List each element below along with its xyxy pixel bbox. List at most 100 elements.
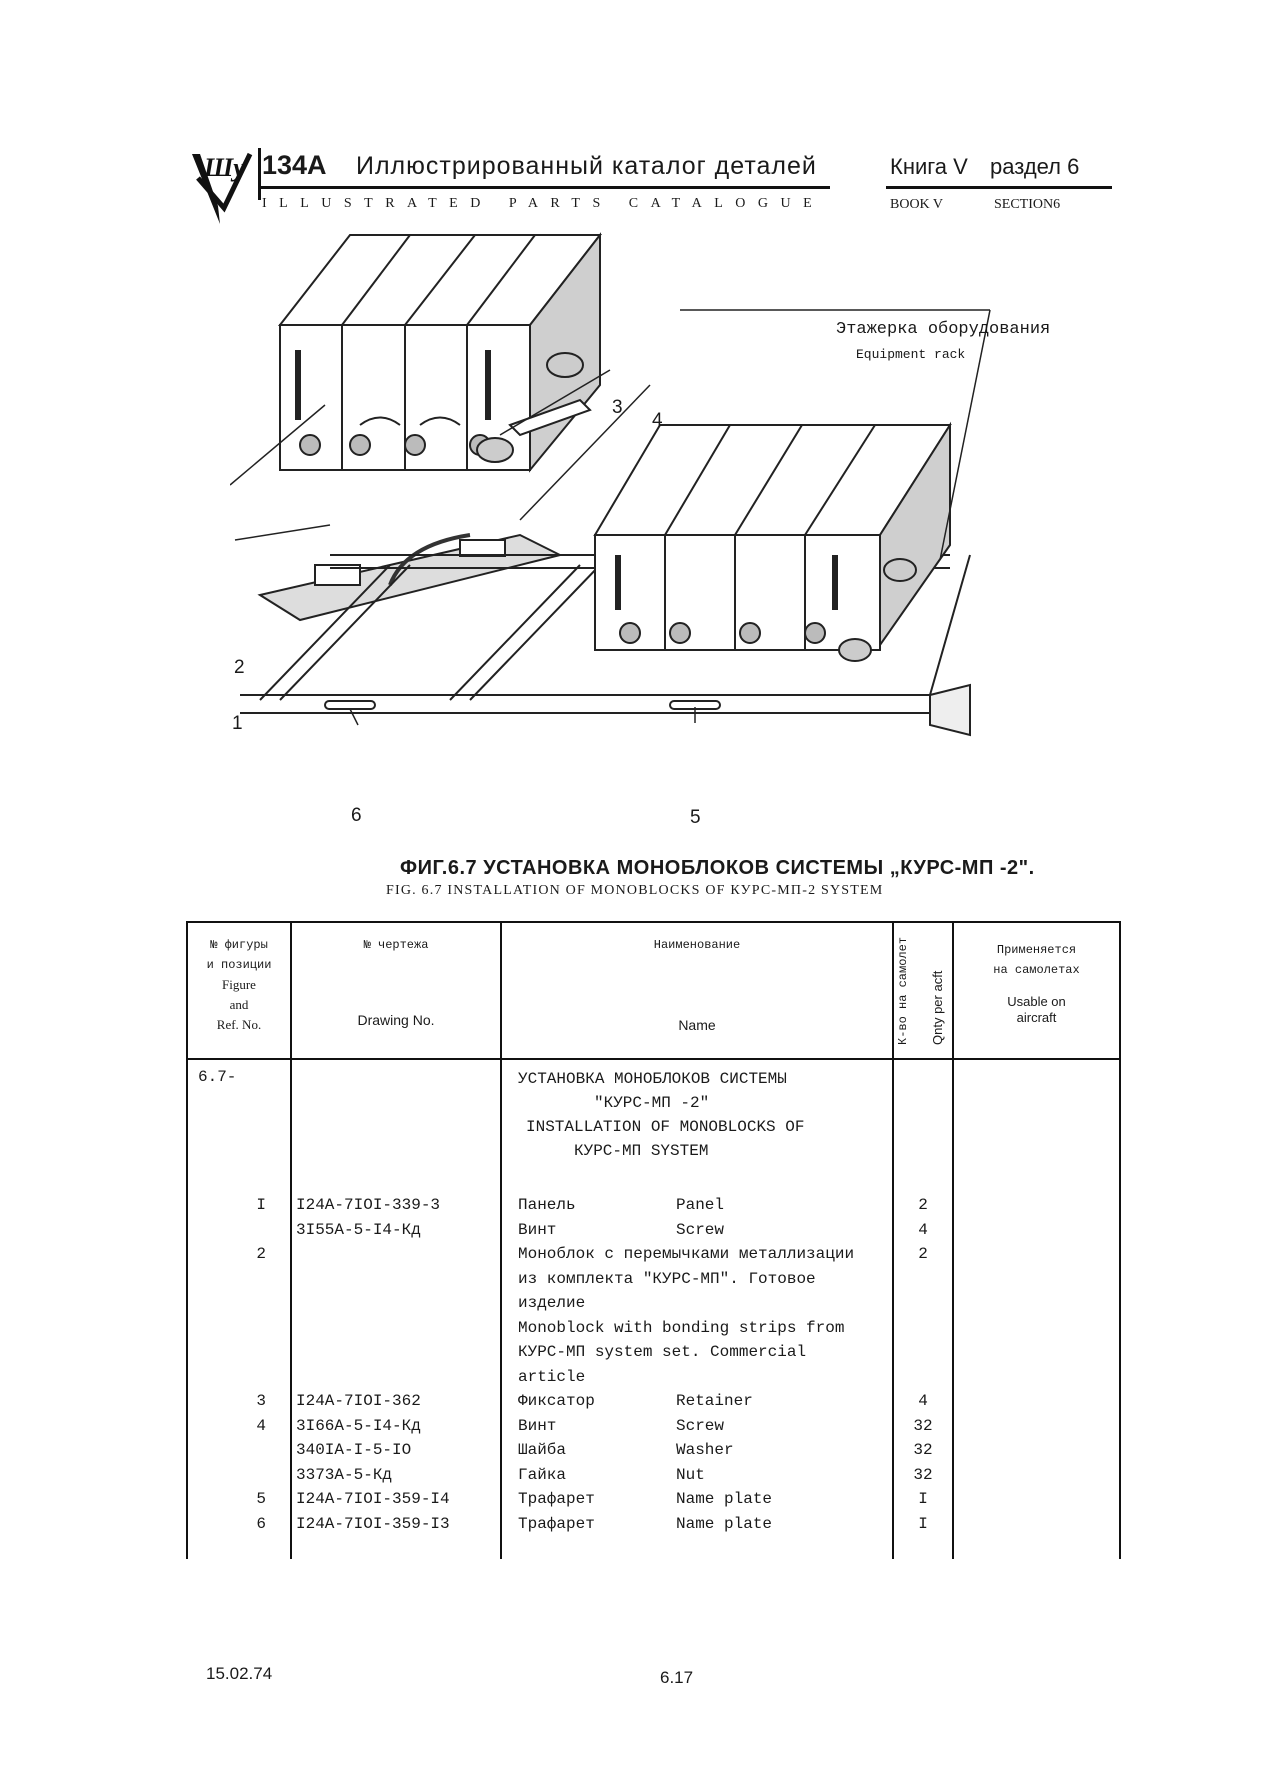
assembly-title-ru-1: УСТАНОВКА МОНОБЛОКОВ СИСТЕМЫ (518, 1070, 787, 1088)
row-name-ru: Винт (518, 1221, 557, 1239)
header-rule (258, 186, 830, 189)
figure-caption-en: FIG. 6.7 INSTALLATION OF MONOBLOCKS OF К… (386, 883, 884, 898)
row-ref-no: 3 (256, 1392, 266, 1410)
header-fig-ru-1: № фигуры (210, 938, 268, 952)
assembly-title-ru-2: "КУРС-МП -2" (594, 1094, 710, 1112)
header-fig-en-3: Ref. No. (216, 1017, 262, 1032)
row-name-en: Retainer (676, 1392, 753, 1410)
header-qty-en: Qnty per acft (930, 970, 945, 1045)
row-drawing-no: 3I66A-5-I4-Кд (296, 1417, 421, 1435)
row-drawing-no: I24A-7IOI-339-3 (296, 1196, 441, 1214)
aircraft-model: 134A (262, 150, 327, 180)
row-ref-no: 5 (256, 1490, 266, 1508)
row-drawing-no: I24A-7IOI-359-I3 (296, 1515, 450, 1533)
header-name-ru: Наименование (653, 938, 741, 952)
row-name-en: Nut (676, 1466, 705, 1484)
row-ref-no: 6 (256, 1515, 266, 1533)
section-label-ru: раздел 6 (990, 154, 1080, 179)
row-name-ru: изделие (518, 1294, 586, 1312)
row-name-ru: Трафарет (518, 1515, 595, 1533)
header-name-en: Name (678, 1017, 716, 1033)
header-drawing-en: Drawing No. (357, 1012, 435, 1028)
row-quantity: I (918, 1490, 928, 1508)
row-name-ru: Винт (518, 1417, 557, 1435)
row-name-ru: Monoblock with bonding strips from (518, 1319, 845, 1337)
header-divider (258, 148, 261, 200)
row-name-ru: article (518, 1368, 586, 1386)
row-quantity: I (918, 1515, 928, 1533)
callout-3: 3 (612, 397, 623, 418)
row-ref-no: I (256, 1196, 266, 1214)
book-label-en: BOOK V (890, 197, 944, 212)
row-name-en: Screw (676, 1417, 725, 1435)
row-ref-no: 4 (256, 1417, 266, 1435)
row-drawing-no: I24A-7IOI-362 (296, 1392, 421, 1410)
header-usable-ru-2: на самолетах (993, 963, 1080, 977)
table-col-divider (500, 921, 502, 1559)
row-name-en: Washer (676, 1441, 734, 1459)
row-name-ru: Трафарет (518, 1490, 595, 1508)
row-name-ru: Гайка (518, 1466, 567, 1484)
row-name-ru: Фиксатор (518, 1392, 595, 1410)
header-fig-en-2: and (229, 997, 249, 1012)
page-number: 6.17 (660, 1668, 694, 1687)
callout-1: 1 (232, 713, 243, 734)
svg-text:Шу: Шу (203, 153, 245, 182)
row-quantity: 32 (913, 1441, 933, 1459)
row-quantity: 4 (918, 1392, 928, 1410)
revision-date: 15.02.74 (206, 1664, 273, 1683)
row-quantity: 4 (918, 1221, 928, 1239)
row-quantity: 2 (918, 1245, 928, 1263)
row-name-en: Name plate (676, 1490, 773, 1508)
row-name-ru: из комплекта "КУРС-МП". Готовое (518, 1270, 816, 1288)
header-usable-en-2: aircraft (1016, 1010, 1057, 1025)
header-usable-ru-1: Применяется (996, 943, 1077, 957)
assembly-title-en-1: INSTALLATION OF MONOBLOCKS OF (526, 1118, 805, 1136)
header-rule-right (886, 186, 1112, 189)
row-drawing-no: 340IA-I-5-IO (296, 1441, 412, 1459)
row-name-en: Panel (676, 1196, 725, 1214)
assembly-figure-no: 6.7- (198, 1068, 237, 1086)
callout-2: 2 (234, 657, 245, 678)
table-col-divider (1119, 921, 1121, 1559)
row-quantity: 32 (913, 1466, 933, 1484)
assembly-title-en-2: КУРС-МП SYSTEM (574, 1142, 709, 1160)
catalog-title-ru: Иллюстрированный каталог деталей (356, 152, 817, 180)
callout-5: 5 (690, 807, 701, 828)
table-col-divider (892, 921, 894, 1559)
header-fig-ru-2: и позиции (206, 958, 272, 972)
table-header-rule (186, 1058, 1121, 1060)
row-name-en: Name plate (676, 1515, 773, 1533)
equipment-rack-label-en: Equipment rack (856, 347, 966, 362)
row-quantity: 32 (913, 1417, 933, 1435)
table-col-divider (952, 921, 954, 1559)
row-ref-no: 2 (256, 1245, 266, 1263)
row-quantity: 2 (918, 1196, 928, 1214)
row-name-en: Screw (676, 1221, 725, 1239)
table-col-divider (186, 921, 188, 1559)
figure-caption-ru: ФИГ.6.7 УСТАНОВКА МОНОБЛОКОВ СИСТЕМЫ „КУ… (400, 857, 1035, 879)
header-fig-en-1: Figure (222, 977, 256, 992)
header-figure-col: № фигуры и позиции Figure and Ref. No. (188, 935, 290, 1035)
catalog-title-en: ILLUSTRATED PARTS CATALOGUE (262, 196, 825, 211)
monoblock-installation-drawing (230, 232, 991, 737)
row-name-ru: Шайба (518, 1441, 567, 1459)
header-qty-ru: К-во на самолет (896, 936, 910, 1045)
row-name-ru: Панель (518, 1196, 576, 1214)
book-label-ru: Книга V (890, 154, 968, 179)
row-name-ru: Моноблок с перемычками металлизации (518, 1245, 855, 1263)
section-label-en: SECTION6 (994, 197, 1061, 212)
row-drawing-no: I24A-7IOI-359-I4 (296, 1490, 450, 1508)
row-drawing-no: 3I55A-5-I4-Кд (296, 1221, 421, 1239)
table-top-rule (186, 921, 1121, 923)
manufacturer-logo: Шу (192, 152, 253, 224)
header-drawing-ru: № чертежа (363, 938, 429, 952)
header-usable-en-1: Usable on (1007, 994, 1066, 1009)
row-name-ru: КУРС-МП system set. Commercial (518, 1343, 807, 1361)
row-drawing-no: 3373A-5-Кд (296, 1466, 393, 1484)
table-col-divider (290, 921, 292, 1559)
callout-6: 6 (351, 805, 362, 826)
callout-4: 4 (652, 410, 663, 431)
header-usable-col: Применяется на самолетах Usable on aircr… (954, 940, 1119, 1026)
equipment-rack-label-ru: Этажерка оборудования (836, 320, 1051, 339)
